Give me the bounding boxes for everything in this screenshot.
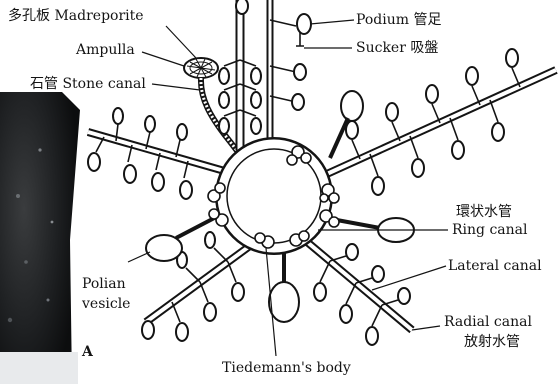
radial-canal-left	[88, 108, 228, 199]
label-madreporite-en: Madreporite	[54, 8, 143, 24]
label-podium-zh: 管足	[413, 12, 441, 28]
radial-canal-right	[318, 49, 556, 195]
label-ring-canal-zh: 環状水管	[456, 204, 512, 220]
radial-canal-lower-right	[300, 236, 412, 345]
madreporite-plate	[184, 58, 218, 78]
label-sucker-zh: 吸盤	[410, 40, 438, 56]
background-photo	[0, 92, 80, 384]
label-lateral-canal: Lateral canal	[448, 258, 542, 274]
label-madreporite-zh: 多孔板	[8, 8, 50, 24]
label-radial-canal-en: Radial canal	[444, 314, 532, 330]
label-tiedemann-body: Tiedemann's body	[222, 360, 351, 376]
label-stone-canal: 石管 Stone canal	[30, 76, 146, 92]
label-radial-canal-zh: 放射水管	[464, 334, 520, 350]
radial-canal-top	[219, 0, 311, 150]
label-madreporite: 多孔板 Madreporite	[8, 8, 144, 24]
label-sucker: Sucker 吸盤	[356, 40, 438, 56]
label-stone-canal-zh: 石管	[30, 76, 58, 92]
label-polian-vesicle-line2: vesicle	[82, 296, 130, 312]
label-sucker-en: Sucker	[356, 40, 406, 56]
label-podium-en: Podium	[356, 12, 409, 28]
label-stone-canal-en: Stone canal	[62, 76, 145, 92]
panel-letter: A	[82, 344, 93, 360]
label-polian-vesicle-line1: Polian	[82, 276, 126, 292]
label-ring-canal-en: Ring canal	[452, 222, 527, 238]
label-ampulla: Ampulla	[76, 42, 135, 58]
label-podium: Podium 管足	[356, 12, 441, 28]
